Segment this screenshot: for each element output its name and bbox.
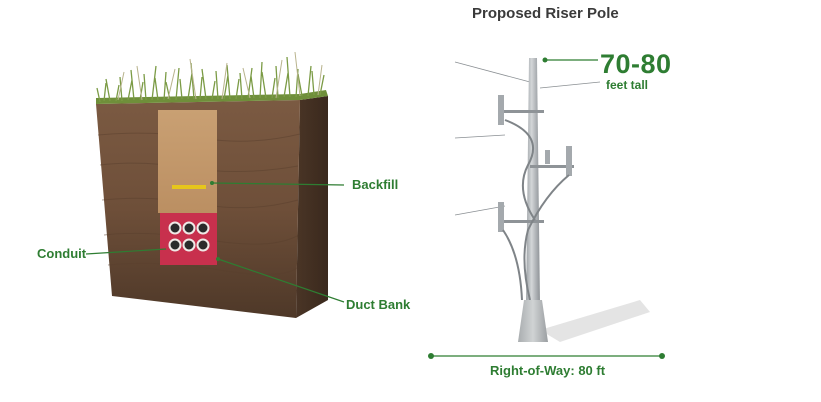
- backfill-trench: [158, 110, 217, 213]
- pole-height-value: 70-80: [600, 49, 672, 79]
- riser-conduits: [502, 119, 570, 301]
- right-of-way-label: Right-of-Way: 80 ft: [490, 363, 606, 378]
- crossarm-upper: [500, 110, 544, 113]
- grass-tufts: [96, 56, 325, 103]
- backfill-label: Backfill: [352, 177, 399, 192]
- height-leader-dot: [542, 57, 548, 63]
- crossarm-lower: [500, 220, 544, 223]
- grass-tufts-light: [117, 51, 323, 101]
- soil-side-face: [296, 96, 328, 318]
- soil-cross-section: [96, 51, 328, 318]
- crossarm-middle: [530, 165, 574, 168]
- leader-lines: [85, 182, 345, 303]
- backfill-leader: [211, 182, 345, 186]
- pole-shadow: [540, 300, 650, 342]
- backfill-leader-dot: [210, 181, 214, 185]
- insulators: [498, 95, 572, 232]
- warning-tape: [172, 185, 206, 189]
- conduit-leader: [85, 248, 167, 255]
- pole-shaft: [526, 58, 540, 305]
- row-dot-left: [428, 353, 434, 359]
- riser-pole: [454, 58, 650, 342]
- overhead-wires: [454, 61, 601, 216]
- right-of-way-line: [428, 353, 665, 359]
- duct-bank-leader: [217, 258, 345, 303]
- row-dot-right: [659, 353, 665, 359]
- duct-bank-leader-dot: [216, 257, 220, 261]
- pole-base: [518, 300, 548, 342]
- conduit-pipes: [168, 221, 210, 252]
- conduit-label: Conduit: [37, 246, 87, 261]
- diagram-title: Proposed Riser Pole: [472, 5, 619, 22]
- duct-bank-label: Duct Bank: [346, 297, 411, 312]
- pole-height-unit: feet tall: [606, 78, 649, 92]
